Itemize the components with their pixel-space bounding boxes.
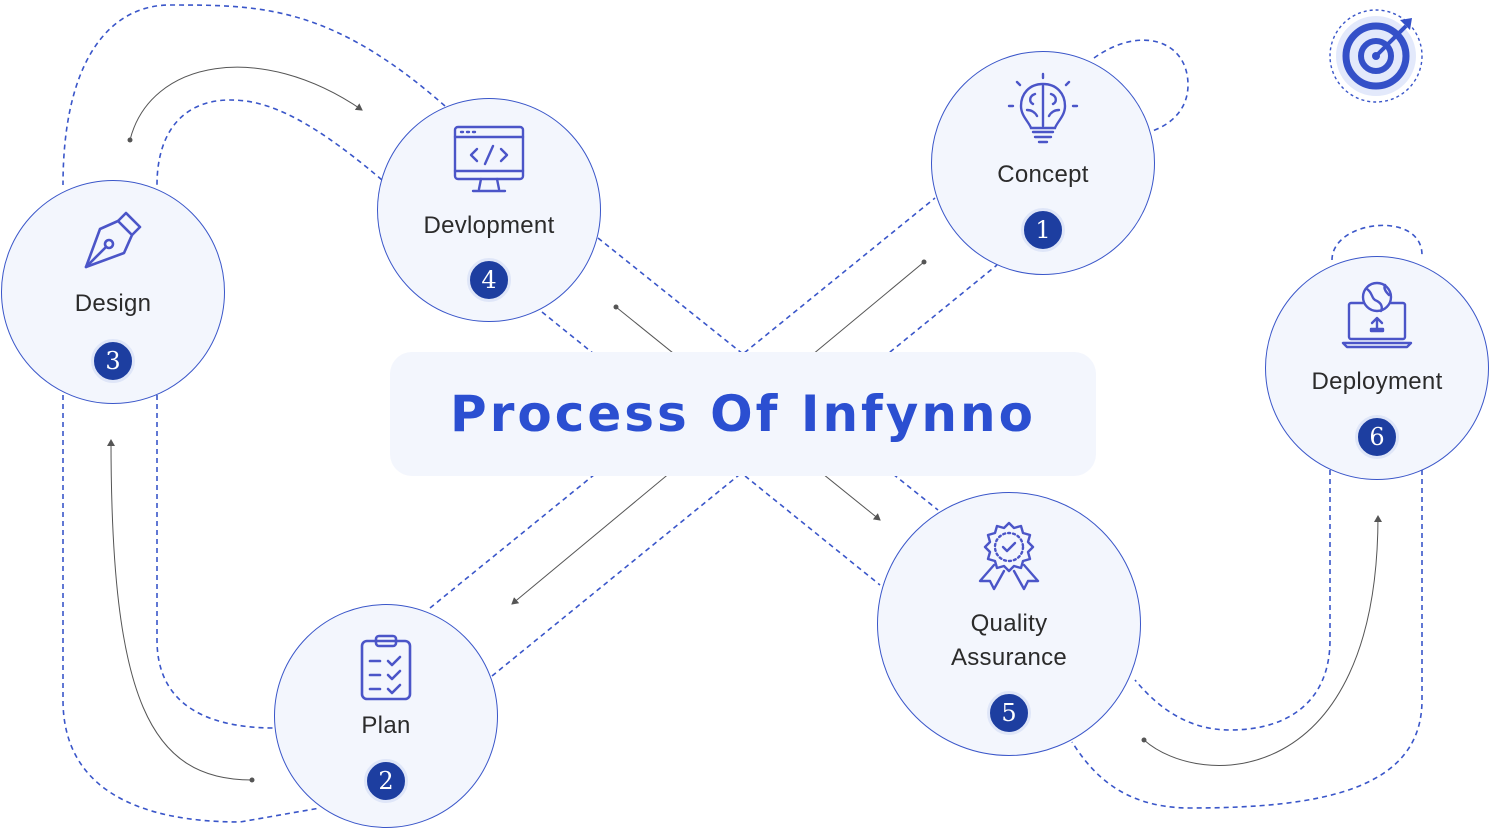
arrow-start-dot	[921, 259, 927, 265]
concept-loop-path	[1093, 39, 1189, 132]
step-plan: Plan 2	[274, 604, 498, 828]
inner-loop-path	[156, 99, 383, 186]
step-label: Design	[74, 290, 152, 317]
pen-nib-icon	[84, 211, 142, 269]
step-concept: Concept 1	[931, 51, 1155, 275]
clipboard-checklist-icon	[360, 634, 412, 701]
step-design: Design 3	[1, 180, 225, 404]
step-number-badge: 1	[1021, 208, 1065, 252]
outer-loop-left-path	[62, 395, 321, 823]
arrow-design-to-dev	[129, 66, 363, 141]
brain-bulb-icon	[1007, 72, 1079, 144]
arrow-plan-to-design	[107, 439, 253, 781]
step-label: Devlopment	[423, 212, 555, 239]
step-number-badge: 2	[364, 759, 408, 803]
step-deployment: Deployment 6	[1265, 256, 1489, 480]
arrow-qa-to-deploy	[1143, 515, 1382, 766]
badge-ribbon-icon	[978, 521, 1040, 591]
step-number-badge: 4	[467, 258, 511, 302]
step-quality-assurance: Quality Assurance 5	[877, 492, 1141, 756]
target-arrow-icon	[1329, 9, 1423, 103]
arrow-start-dot	[613, 304, 619, 310]
step-label-line1: Quality	[970, 610, 1048, 637]
inner-loop-left-path	[156, 395, 276, 729]
code-monitor-icon	[453, 125, 525, 193]
step-development: Devlopment 4	[377, 98, 601, 322]
step-label: Deployment	[1311, 368, 1443, 395]
step-number-badge: 6	[1355, 415, 1399, 459]
step-number-badge: 3	[91, 339, 135, 383]
deployment-right-path	[1071, 470, 1423, 809]
arrow-start-dot	[127, 137, 133, 143]
step-label-line2: Assurance	[950, 644, 1068, 671]
deployment-top-loop-path	[1331, 224, 1423, 261]
diagram-title: Process Of Infynno	[450, 385, 1036, 443]
step-number-badge: 5	[987, 691, 1031, 735]
arrow-start-dot	[249, 777, 255, 783]
outer-loop-path	[62, 4, 446, 186]
title-panel: Process Of Infynno	[390, 352, 1096, 476]
deployment-inner-path	[1134, 470, 1331, 731]
step-label: Plan	[361, 712, 411, 739]
step-label: Concept	[997, 161, 1089, 188]
arrow-start-dot	[1141, 737, 1147, 743]
laptop-globe-upload-icon	[1341, 281, 1413, 349]
